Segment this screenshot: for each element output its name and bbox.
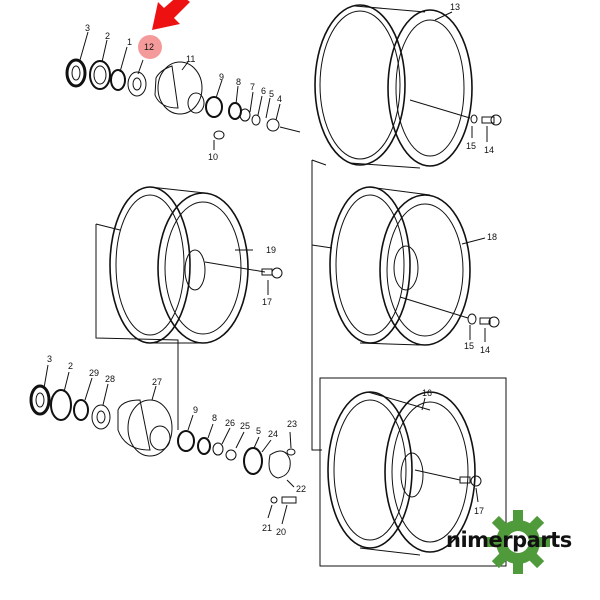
- svg-text:27: 27: [152, 377, 162, 387]
- svg-text:24: 24: [268, 429, 278, 439]
- gear-logo-icon: [486, 510, 550, 574]
- svg-text:8: 8: [212, 413, 217, 423]
- svg-text:17: 17: [262, 297, 272, 307]
- top-hub-assembly: [65, 58, 301, 140]
- svg-text:5: 5: [256, 426, 261, 436]
- svg-text:14: 14: [484, 145, 494, 155]
- svg-text:26: 26: [225, 418, 235, 428]
- svg-text:3: 3: [47, 354, 52, 364]
- brand-watermark: nimerparts: [446, 528, 572, 552]
- svg-text:5: 5: [269, 89, 274, 99]
- svg-text:1: 1: [127, 37, 132, 47]
- rim-13: [314, 4, 502, 169]
- highlight-circle: [138, 35, 162, 59]
- bottom-hub-assembly: [29, 384, 297, 504]
- svg-text:9: 9: [219, 72, 224, 82]
- svg-text:7: 7: [250, 82, 255, 92]
- svg-text:16: 16: [422, 388, 432, 398]
- rim-18: [329, 186, 500, 346]
- svg-text:12: 12: [144, 42, 154, 52]
- svg-text:21: 21: [262, 523, 272, 533]
- rim-19: [109, 186, 283, 344]
- svg-text:29: 29: [89, 368, 99, 378]
- svg-text:18: 18: [487, 232, 497, 242]
- svg-text:11: 11: [186, 54, 195, 64]
- svg-text:6: 6: [261, 86, 266, 96]
- svg-text:3: 3: [85, 23, 90, 33]
- svg-text:2: 2: [68, 361, 73, 371]
- red-arrow-icon: [152, 0, 190, 30]
- svg-text:19: 19: [266, 245, 276, 255]
- svg-text:25: 25: [240, 421, 250, 431]
- connector-line: [311, 160, 322, 451]
- rim-16: [327, 391, 482, 556]
- svg-text:17: 17: [474, 506, 484, 516]
- svg-text:22: 22: [296, 484, 306, 494]
- svg-text:4: 4: [277, 94, 282, 104]
- svg-text:28: 28: [105, 374, 115, 384]
- svg-text:23: 23: [287, 419, 297, 429]
- svg-text:8: 8: [236, 77, 241, 87]
- svg-text:10: 10: [208, 152, 218, 162]
- svg-text:13: 13: [450, 2, 460, 12]
- svg-text:15: 15: [464, 341, 474, 351]
- svg-text:9: 9: [193, 405, 198, 415]
- rim-box: [319, 377, 507, 567]
- svg-text:20: 20: [276, 527, 286, 537]
- svg-text:15: 15: [466, 141, 476, 151]
- svg-text:14: 14: [480, 345, 490, 355]
- svg-text:2: 2: [105, 31, 110, 41]
